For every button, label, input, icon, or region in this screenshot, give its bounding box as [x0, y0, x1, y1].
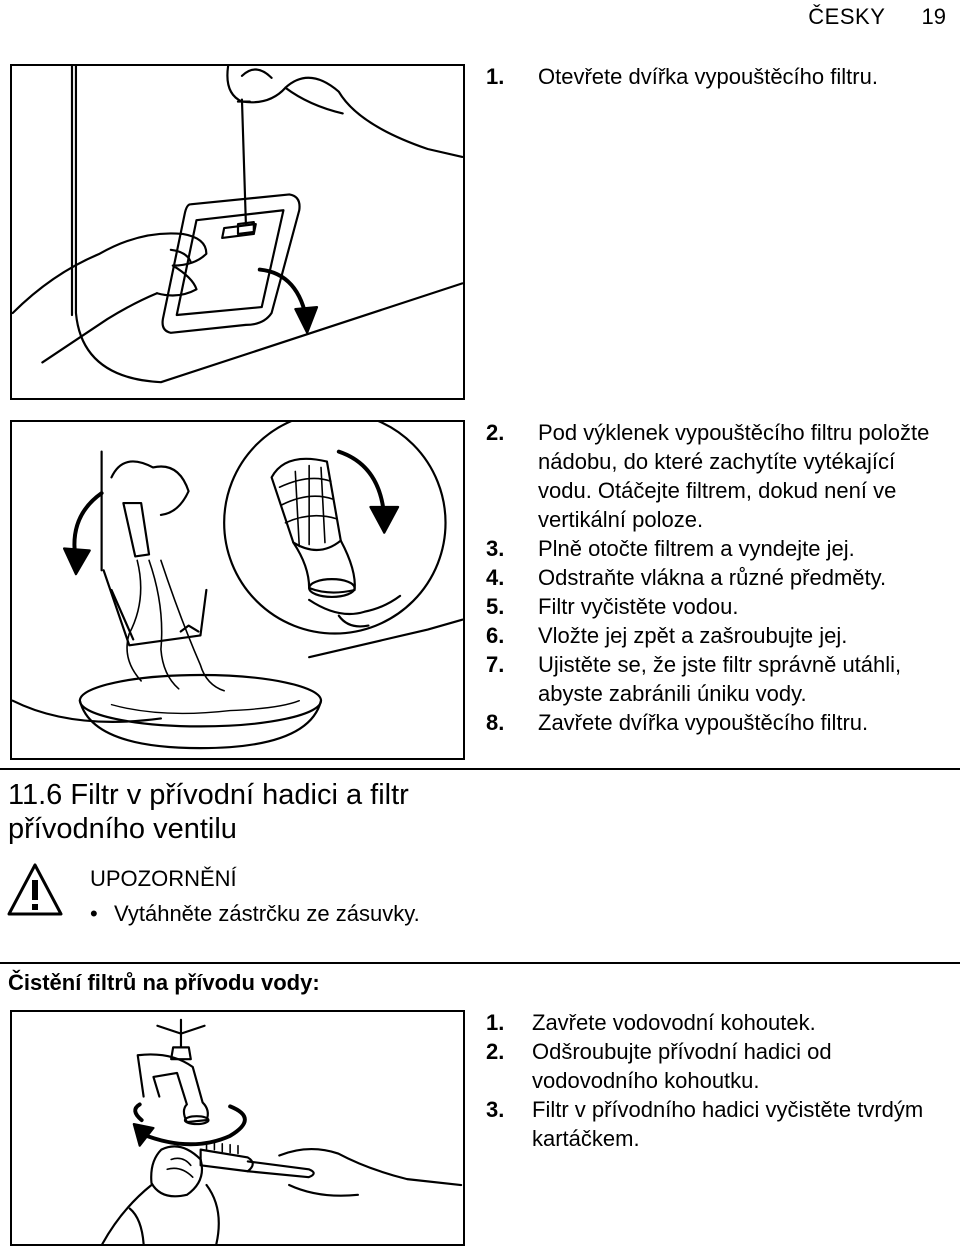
page-header: ČESKY 19: [808, 4, 946, 30]
step-text: Plně otočte filtrem a vyndejte jej.: [538, 536, 855, 561]
warning-list: • Vytáhněte zástrčku ze zásuvky.: [90, 900, 450, 928]
bullet: •: [90, 901, 98, 926]
step-text: Filtr vyčistěte vodou.: [538, 594, 739, 619]
language-label: ČESKY: [808, 4, 886, 29]
step-text: Pod výklenek vypouštěcího filtru položte…: [538, 420, 930, 532]
list-item: 4. Odstraňte vlákna a různé předměty.: [486, 563, 946, 592]
list-item: 3. Plně otočte filtrem a vyndejte jej.: [486, 534, 946, 563]
step-number: 5.: [486, 594, 505, 619]
step-number: 3.: [486, 1097, 505, 1122]
warning-title: UPOZORNĚNÍ: [90, 866, 237, 891]
step-text: Ujistěte se, že jste filtr správně utáhl…: [538, 652, 902, 706]
list-item: 2. Pod výklenek vypouštěcího filtru polo…: [486, 418, 946, 534]
bottom-steps-list: 1. Zavřete vodovodní kohoutek. 2. Odšrou…: [486, 1008, 946, 1153]
step-text: Zavřete vodovodní kohoutek.: [532, 1010, 816, 1035]
list-item: 1. Zavřete vodovodní kohoutek.: [486, 1008, 946, 1037]
step-text: Vložte jej zpět a zašroubujte jej.: [538, 623, 848, 648]
section-title: Filtr v přívodní hadici a filtr přívodní…: [8, 779, 409, 845]
illustration-remove-filter: [10, 420, 465, 760]
step-number: 2.: [486, 420, 505, 445]
step-number: 1.: [486, 1010, 505, 1035]
subsection-title: Čistění filtrů na přívodu vody:: [8, 970, 320, 995]
step-number: 4.: [486, 565, 505, 590]
step-text: Odstraňte vlákna a různé předměty.: [538, 565, 887, 590]
list-item: 5. Filtr vyčistěte vodou.: [486, 592, 946, 621]
step-number: 7.: [486, 652, 505, 677]
warning-item-text: Vytáhněte zástrčku ze zásuvky.: [114, 901, 420, 926]
subsection-divider: [0, 962, 960, 964]
step-number: 8.: [486, 710, 505, 735]
step-text: Zavřete dvířka vypouštěcího filtru.: [538, 710, 869, 735]
step-text: Odšroubujte přívodní hadici od vodovodní…: [532, 1039, 832, 1093]
middle-steps-list: 2. Pod výklenek vypouštěcího filtru polo…: [486, 418, 946, 737]
step-text: Filtr v přívodního hadici vyčistěte tvrd…: [532, 1097, 924, 1151]
section-divider: [0, 768, 960, 770]
list-item: 1. Otevřete dvířka vypouštěcího filtru.: [486, 62, 946, 91]
illustration-clean-inlet-filter: [10, 1010, 465, 1246]
list-item: • Vytáhněte zástrčku ze zásuvky.: [90, 900, 450, 928]
list-item: 8. Zavřete dvířka vypouštěcího filtru.: [486, 708, 946, 737]
step-number: 1.: [486, 64, 505, 89]
warning-triangle-icon: [6, 862, 64, 918]
top-steps-list: 1. Otevřete dvířka vypouštěcího filtru.: [486, 62, 946, 91]
step-number: 3.: [486, 536, 505, 561]
step-number: 6.: [486, 623, 505, 648]
list-item: 2. Odšroubujte přívodní hadici od vodovo…: [486, 1037, 946, 1095]
list-item: 7. Ujistěte se, že jste filtr správně ut…: [486, 650, 946, 708]
section-heading: 11.6 Filtr v přívodní hadici a filtr pří…: [8, 778, 463, 846]
step-text: Otevřete dvířka vypouštěcího filtru.: [538, 64, 878, 89]
page-number: 19: [921, 4, 946, 29]
list-item: 3. Filtr v přívodního hadici vyčistěte t…: [486, 1095, 946, 1153]
illustration-open-filter-door: [10, 64, 465, 400]
step-number: 2.: [486, 1039, 505, 1064]
section-number: 11.6: [8, 779, 63, 811]
list-item: 6. Vložte jej zpět a zašroubujte jej.: [486, 621, 946, 650]
